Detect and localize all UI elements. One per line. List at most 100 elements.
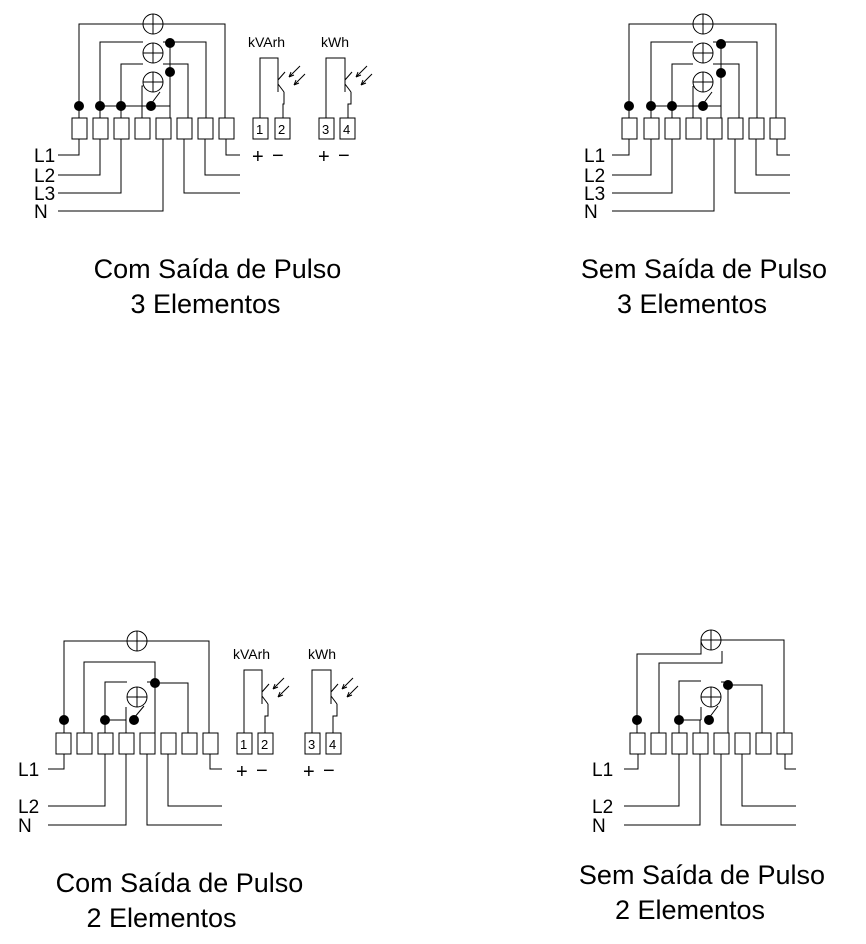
terminal-label: 3 xyxy=(308,737,315,752)
arrow xyxy=(341,677,354,690)
junction-dot xyxy=(129,715,139,725)
wire xyxy=(147,640,210,733)
caption-title: Sem Saída de Pulso xyxy=(580,254,828,284)
wire xyxy=(99,41,143,106)
wire xyxy=(58,139,101,176)
meter-label: kVArh xyxy=(233,646,270,662)
ct-coil xyxy=(142,13,164,35)
ct-coil xyxy=(700,686,722,708)
line-label: N xyxy=(584,202,598,223)
ct-coil xyxy=(126,686,148,708)
junction-dot xyxy=(116,101,126,111)
wire xyxy=(658,651,723,733)
junction-dot xyxy=(59,715,69,725)
wire xyxy=(163,63,189,118)
wire xyxy=(713,63,740,118)
junction-dot xyxy=(716,39,726,49)
terminal-block xyxy=(55,732,219,755)
caption-title: Com Saída de Pulso xyxy=(55,868,304,898)
wire xyxy=(330,683,339,693)
wire xyxy=(104,681,127,720)
wire xyxy=(311,669,332,733)
wire xyxy=(734,139,790,194)
terminal-label: 4 xyxy=(343,122,350,137)
ct-coil xyxy=(700,629,722,651)
wire xyxy=(261,683,270,693)
junction-dot xyxy=(165,38,175,48)
wire xyxy=(277,83,285,93)
wire xyxy=(612,139,652,176)
wire xyxy=(650,41,693,106)
polarity-label: + xyxy=(303,761,315,783)
line-label: N xyxy=(34,202,48,223)
wire xyxy=(671,63,693,106)
arrow xyxy=(272,677,285,690)
polarity-label: − xyxy=(256,760,268,782)
wire xyxy=(776,139,790,156)
line-label: N xyxy=(18,816,32,837)
junction-dot xyxy=(632,715,642,725)
junction-dot xyxy=(646,101,656,111)
caption-subtitle: 2 Elementos xyxy=(86,903,237,933)
line-label: L2 xyxy=(34,166,55,187)
junction-dot xyxy=(704,715,714,725)
wire xyxy=(209,754,222,770)
wire xyxy=(163,23,226,118)
caption-sem-2: Sem Saída de Pulso 2 Elementos xyxy=(546,858,858,928)
arrow xyxy=(360,73,373,86)
wire xyxy=(204,139,240,176)
junction-dot xyxy=(74,101,84,111)
wire xyxy=(713,41,758,118)
wire xyxy=(721,639,785,733)
wire xyxy=(330,695,338,705)
wire xyxy=(282,92,285,118)
caption-subtitle: 3 Elementos xyxy=(616,289,768,319)
pulse-output-kvarh: kVArh 1 2 + − xyxy=(248,34,306,168)
junction-dot xyxy=(667,101,677,111)
wire xyxy=(141,85,143,106)
arrow xyxy=(355,65,368,78)
terminal-label: 1 xyxy=(240,737,247,752)
diagram-sem-3: L1 L2 L3 N xyxy=(584,13,790,223)
wire xyxy=(225,139,240,156)
terminal-block xyxy=(629,732,793,755)
diagram-com-3: L1 L2 L3 N kVArh 1 2 + − kWh xyxy=(34,13,373,223)
wire xyxy=(728,684,763,733)
caption-title: Com Saída de Pulso xyxy=(93,254,342,284)
line-label: L2 xyxy=(592,797,613,818)
pulse-output-kwh: kWh 3 4 + − xyxy=(318,34,373,168)
junction-dot xyxy=(100,715,110,725)
wire xyxy=(155,682,189,733)
ct-coil xyxy=(692,42,714,64)
diagram-com-2: L1 L2 N kVArh 1 2 + − kWh 3 4 xyxy=(18,630,359,837)
caption-com-3: Com Saída de Pulso 3 Elementos xyxy=(60,252,375,322)
wire xyxy=(784,754,796,770)
wire xyxy=(624,754,639,770)
wire xyxy=(612,139,715,212)
wire xyxy=(58,139,164,212)
line-label: L3 xyxy=(34,184,55,205)
caption-com-2: Com Saída de Pulso 2 Elementos xyxy=(22,866,337,936)
wire xyxy=(741,754,796,807)
terminal-block xyxy=(621,117,786,140)
caption-subtitle: 3 Elementos xyxy=(130,289,281,319)
junction-dot xyxy=(165,67,175,77)
wire xyxy=(48,754,106,807)
wire xyxy=(58,139,80,156)
terminal-label: 1 xyxy=(256,122,263,137)
wire xyxy=(612,139,673,194)
wire xyxy=(78,23,143,106)
wire xyxy=(332,704,338,733)
line-label: L2 xyxy=(18,797,39,818)
ct-coil xyxy=(142,71,164,93)
junction-dot xyxy=(150,678,160,688)
arrow xyxy=(277,685,290,698)
wire xyxy=(678,680,701,720)
wire xyxy=(120,63,143,106)
terminal-label: 2 xyxy=(278,122,285,137)
junction-dot xyxy=(624,101,634,111)
arrow xyxy=(293,73,306,86)
pulse-output-kwh: kWh 3 4 + − xyxy=(303,646,359,783)
wire xyxy=(63,640,127,720)
junction-dot xyxy=(146,101,156,111)
